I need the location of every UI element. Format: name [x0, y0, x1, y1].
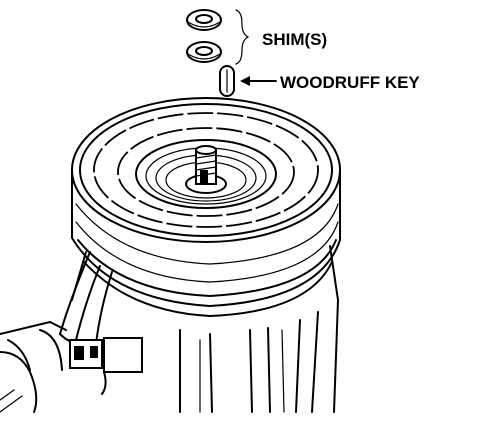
woodruff-key	[219, 65, 235, 97]
clutch-pulley	[71, 97, 341, 317]
shim-brace	[235, 9, 250, 65]
mounting-bracket	[0, 321, 67, 413]
shim-lower	[186, 41, 222, 63]
shaft-hub	[185, 145, 227, 194]
clutch-connector	[69, 337, 143, 373]
label-woodruff-key: WOODRUFF KEY	[280, 73, 420, 92]
woodruff-key-leader	[240, 76, 277, 86]
compressor-housing	[71, 245, 339, 413]
label-shims: SHIM(S)	[262, 30, 327, 49]
shim-upper	[186, 9, 222, 31]
